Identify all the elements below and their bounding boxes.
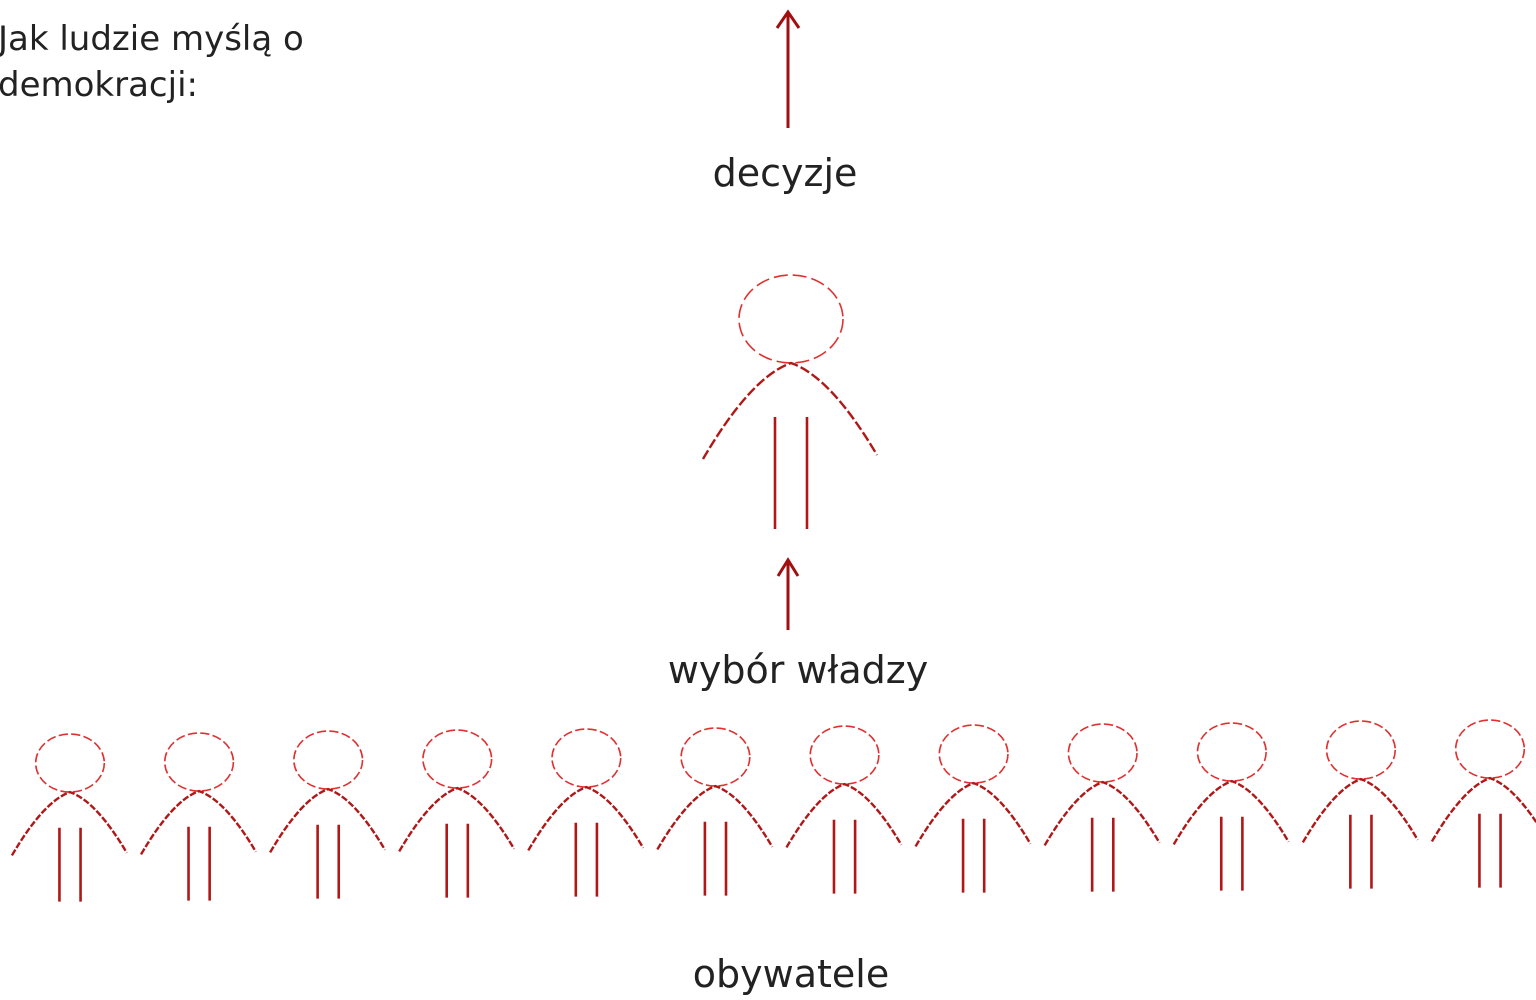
arms-icon: [914, 781, 1032, 848]
election-arrow: [776, 557, 800, 630]
arms-icon: [527, 785, 645, 852]
leader-figure: [701, 274, 879, 529]
diagram-heading: Jak ludzie myślą o demokracji:: [0, 16, 304, 108]
heading-line-1: Jak ludzie myślą o: [0, 19, 304, 59]
head-icon: [1196, 722, 1267, 782]
citizen-person-icon: [1430, 719, 1536, 888]
arms-icon: [1430, 776, 1536, 843]
arms-icon: [139, 789, 257, 856]
arms-icon: [398, 786, 516, 853]
citizen-person-icon: [1043, 723, 1161, 892]
head-icon: [1454, 719, 1526, 779]
arms-icon: [10, 790, 128, 857]
head-icon: [680, 727, 751, 787]
arms-icon: [656, 784, 774, 851]
citizens-label: obywatele: [692, 952, 890, 996]
arms-icon: [701, 361, 879, 460]
head-icon: [34, 733, 106, 793]
arms-icon: [269, 787, 386, 854]
arms-icon: [785, 782, 903, 849]
head-icon: [1325, 720, 1397, 780]
citizen-person-icon: [1172, 722, 1290, 891]
heading-line-2: demokracji:: [0, 65, 198, 105]
head-icon: [551, 728, 622, 788]
citizen-person-icon: [398, 729, 516, 898]
head-icon: [422, 729, 493, 789]
election-label: wybór władzy: [667, 648, 929, 692]
citizen-person-icon: [10, 733, 128, 902]
decisions-arrow: [775, 9, 801, 128]
citizen-person-icon: [269, 730, 386, 899]
head-icon: [809, 725, 880, 785]
arms-icon: [1301, 777, 1419, 844]
citizen-person-icon: [139, 732, 257, 901]
head-icon: [1067, 723, 1138, 783]
citizens-row: [10, 719, 1536, 902]
decisions-label: decyzje: [712, 151, 858, 195]
head-icon: [938, 724, 1009, 784]
head-icon: [293, 730, 364, 790]
leader-person-icon: [701, 274, 879, 529]
citizen-person-icon: [1301, 720, 1419, 889]
head-icon: [163, 732, 235, 792]
citizen-person-icon: [914, 724, 1032, 893]
citizen-person-icon: [527, 728, 645, 897]
head-icon: [738, 274, 844, 364]
citizen-person-icon: [656, 727, 774, 896]
citizen-person-icon: [785, 725, 903, 894]
arms-icon: [1172, 779, 1290, 846]
arms-icon: [1043, 780, 1161, 847]
